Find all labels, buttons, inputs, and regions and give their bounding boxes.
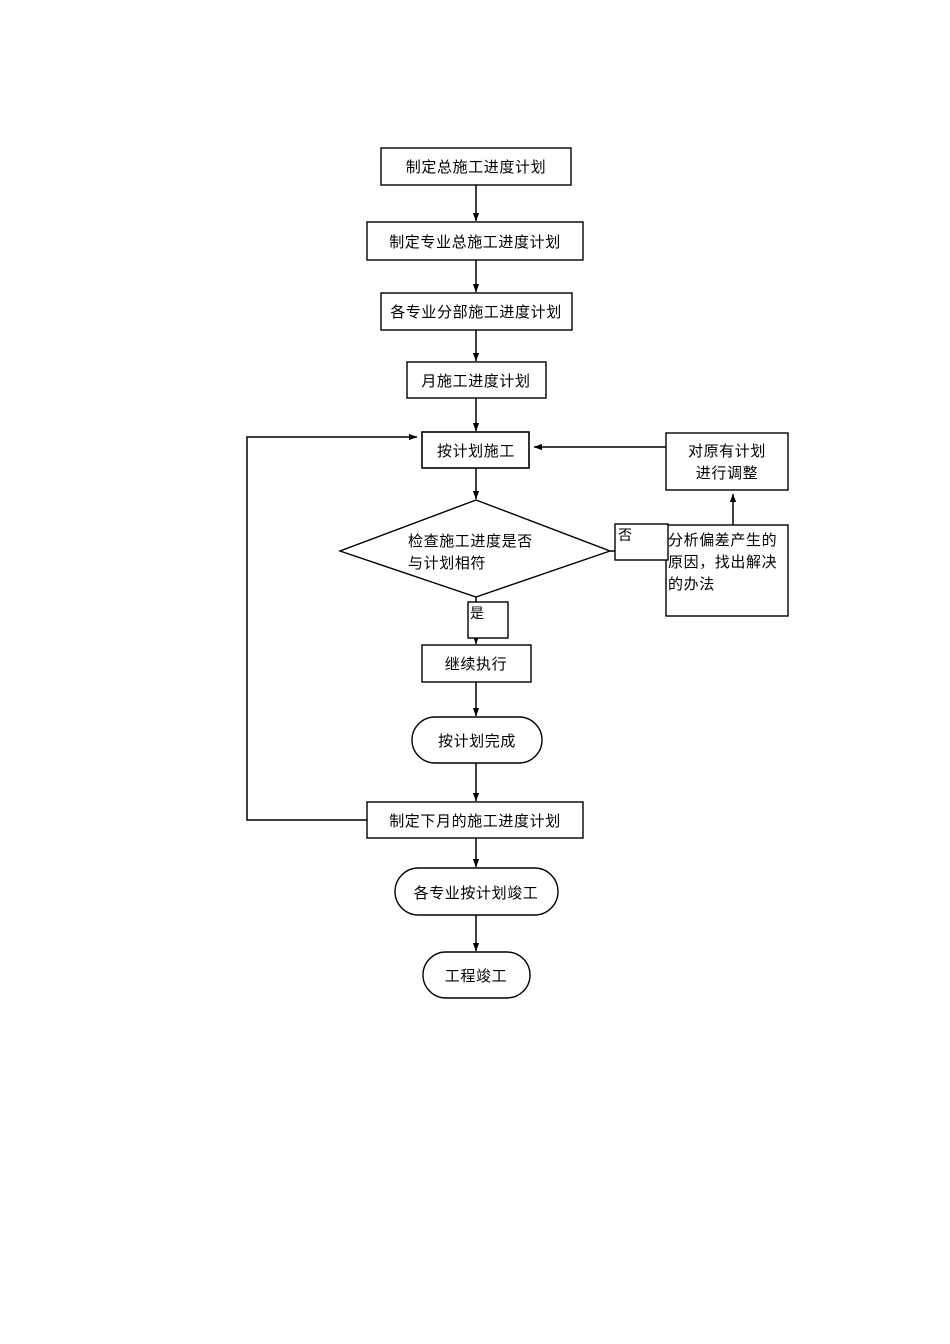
node-monthly-schedule[interactable]: 月施工进度计划 — [406, 361, 547, 399]
node-label: 制定专业总施工进度计划 — [389, 234, 561, 251]
node-label-line1: 检查施工进度是否 — [408, 533, 533, 550]
node-label-line1: 对原有计划 — [688, 443, 766, 460]
node-adjust-original-plan[interactable]: 对原有计划 进行调整 — [665, 432, 789, 491]
edge-label-yes: 是 — [467, 601, 509, 639]
node-make-professional-master-schedule[interactable]: 制定专业总施工进度计划 — [366, 221, 584, 261]
node-all-trades-complete[interactable]: 各专业按计划竣工 — [394, 867, 559, 916]
node-label-line3: 的办法 — [668, 576, 715, 593]
node-analyze-deviation[interactable]: 分析偏差产生的 原因，找出解决 的办法 — [665, 524, 789, 617]
edge-label-no-text: 否 — [618, 529, 632, 544]
node-label-line2: 进行调整 — [696, 465, 758, 482]
node-label: 各专业按计划竣工 — [414, 885, 539, 902]
node-label: 工程竣工 — [445, 968, 507, 985]
node-check-progress-decision[interactable]: 检查施工进度是否 与计划相符 — [337, 499, 613, 598]
node-label: 继续执行 — [445, 656, 507, 673]
node-professional-section-schedule[interactable]: 各专业分部施工进度计划 — [380, 292, 573, 331]
node-label: 按计划施工 — [437, 443, 515, 460]
node-next-month-schedule[interactable]: 制定下月的施工进度计划 — [366, 801, 584, 839]
edge-n11-feedback-n5 — [246, 433, 418, 821]
node-label: 制定总施工进度计划 — [406, 159, 546, 176]
node-label-line1: 分析偏差产生的 — [668, 532, 777, 549]
node-completed-per-plan[interactable]: 按计划完成 — [411, 716, 543, 764]
node-label: 月施工进度计划 — [421, 373, 530, 390]
node-project-completion[interactable]: 工程竣工 — [422, 951, 531, 999]
node-label-line2: 原因，找出解决 — [668, 554, 777, 571]
node-continue-execution[interactable]: 继续执行 — [421, 644, 532, 683]
node-make-master-schedule[interactable]: 制定总施工进度计划 — [380, 147, 572, 186]
node-label: 按计划完成 — [438, 733, 516, 750]
node-construct-per-plan[interactable]: 按计划施工 — [421, 431, 530, 469]
node-label-line2: 与计划相符 — [408, 555, 486, 572]
node-label: 各专业分部施工进度计划 — [390, 304, 562, 321]
edge-label-yes-text: 是 — [470, 607, 484, 622]
edge-label-no: 否 — [614, 523, 669, 561]
node-label: 制定下月的施工进度计划 — [389, 813, 561, 830]
